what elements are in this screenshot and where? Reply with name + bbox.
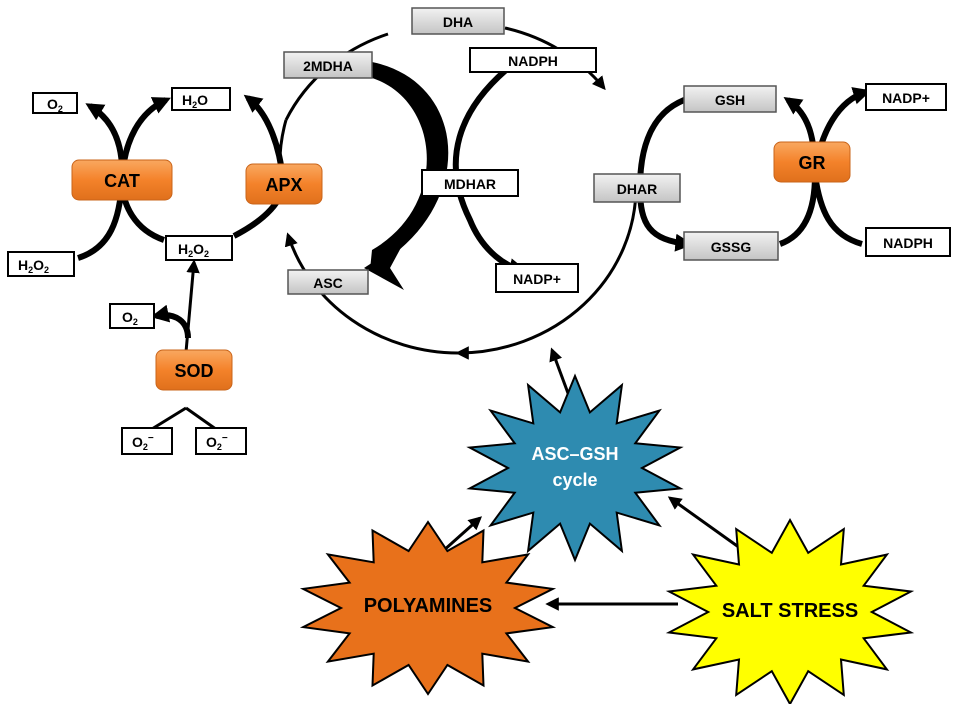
- svg-text:SOD: SOD: [174, 361, 213, 381]
- mdhar-reaction-curve: [364, 62, 528, 290]
- superoxide-box-b: O2−: [195, 427, 247, 455]
- dhar-reaction-curves: [637, 95, 694, 252]
- h2o-box: H2O: [171, 87, 231, 111]
- nadph-box-top: NADPH: [469, 47, 597, 73]
- polyamines-star: POLYAMINES: [299, 520, 557, 696]
- salt-stress-star: SALT STRESS: [665, 517, 915, 704]
- svg-text:NADPH: NADPH: [508, 53, 558, 69]
- gr-enzyme: GR: [773, 141, 851, 183]
- svg-text:O2−: O2−: [206, 433, 228, 452]
- asc-gsh-cycle-star: ASC–GSH cycle: [466, 373, 684, 563]
- sod-reaction-lines: [146, 259, 221, 434]
- svg-text:NADP+: NADP+: [882, 90, 930, 106]
- svg-text:O2: O2: [47, 96, 63, 114]
- svg-text:MDHAR: MDHAR: [444, 176, 496, 192]
- svg-text:H2O2: H2O2: [178, 241, 209, 259]
- apx-enzyme: APX: [245, 163, 323, 205]
- svg-text:APX: APX: [265, 175, 302, 195]
- svg-text:cycle: cycle: [552, 470, 597, 490]
- asc-box: ASC: [287, 269, 369, 295]
- mdhar-box: MDHAR: [421, 169, 519, 197]
- gsh-box: GSH: [683, 85, 777, 113]
- sod-enzyme: SOD: [155, 349, 233, 391]
- o2-box-left: O2: [32, 92, 78, 114]
- svg-text:DHA: DHA: [443, 14, 473, 30]
- nadp-box-right: NADP+: [865, 83, 947, 111]
- svg-text:NADPH: NADPH: [883, 235, 933, 251]
- svg-text:GSH: GSH: [715, 92, 745, 108]
- h2o2-box-left: H2O2: [7, 251, 75, 277]
- svg-text:GR: GR: [799, 153, 826, 173]
- svg-text:O2: O2: [122, 309, 138, 327]
- dha-box: DHA: [411, 7, 505, 35]
- nadp-box-middle: NADP+: [495, 263, 579, 293]
- two-mdha-box: 2MDHA: [283, 51, 373, 79]
- h2o2-box-middle: H2O2: [165, 235, 233, 261]
- svg-text:H2O: H2O: [182, 92, 208, 110]
- svg-text:SALT STRESS: SALT STRESS: [722, 600, 858, 622]
- cat-enzyme: CAT: [71, 159, 173, 201]
- dhar-box: DHAR: [593, 173, 681, 203]
- svg-text:O2−: O2−: [132, 433, 154, 452]
- svg-text:ASC–GSH: ASC–GSH: [531, 444, 618, 464]
- svg-text:POLYAMINES: POLYAMINES: [364, 595, 493, 617]
- gssg-box: GSSG: [683, 231, 779, 261]
- svg-text:CAT: CAT: [104, 171, 140, 191]
- svg-text:ASC: ASC: [313, 275, 343, 291]
- o2-box-sod: O2: [109, 303, 155, 329]
- svg-text:NADP+: NADP+: [513, 271, 561, 287]
- nadph-box-right: NADPH: [865, 227, 951, 257]
- svg-text:DHAR: DHAR: [617, 181, 657, 197]
- svg-text:H2O2: H2O2: [18, 257, 49, 275]
- svg-text:GSSG: GSSG: [711, 239, 752, 255]
- svg-text:2MDHA: 2MDHA: [303, 58, 353, 74]
- superoxide-box-a: O2−: [121, 427, 173, 455]
